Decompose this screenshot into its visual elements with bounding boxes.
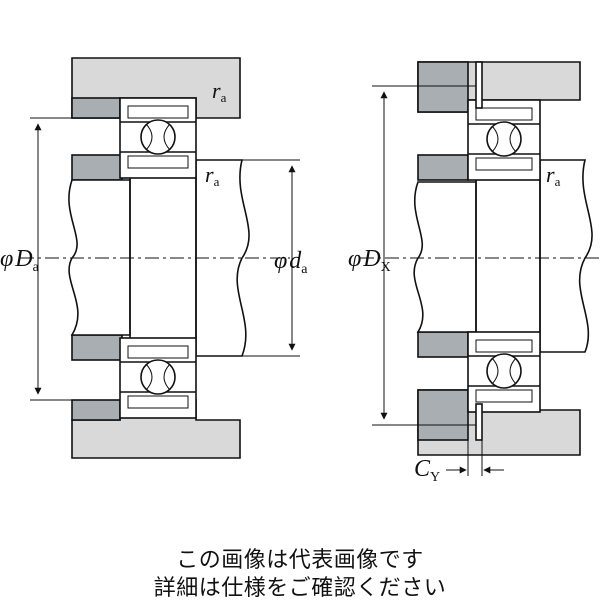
right-shaft bbox=[413, 181, 477, 333]
right-figure bbox=[360, 61, 600, 476]
right-shoulder-bottom bbox=[417, 331, 469, 358]
right-label-Dx: φDX bbox=[348, 246, 391, 275]
left-label-ra-shaft: ra bbox=[205, 162, 220, 189]
right-shaft-right bbox=[539, 159, 593, 353]
left-bearing-top bbox=[119, 97, 197, 179]
left-label-da: φda bbox=[274, 248, 308, 277]
bearing-mounting-diagram: ra ra φDa φda bbox=[0, 57, 600, 485]
left-label-Da: φDa bbox=[0, 246, 40, 275]
left-shoulder-top bbox=[71, 97, 121, 119]
right-shoulder-bottom-2 bbox=[417, 389, 469, 441]
left-bearing-bottom bbox=[119, 337, 197, 419]
left-figure bbox=[20, 57, 300, 459]
right-bearing-top bbox=[467, 61, 541, 181]
right-label-Cy: CY bbox=[414, 456, 440, 485]
left-shoulder-bottom bbox=[71, 334, 123, 361]
caption-representative-image: この画像は代表画像です bbox=[176, 548, 424, 573]
left-label-ra-top: ra bbox=[212, 78, 227, 105]
left-ball-bottom bbox=[140, 359, 176, 395]
left-shoulder-bottom-2 bbox=[71, 399, 121, 421]
caption-check-specifications: 詳細は仕様をご確認ください bbox=[153, 576, 447, 601]
left-ball-top bbox=[140, 119, 176, 155]
right-shoulder-top-2 bbox=[417, 154, 469, 181]
right-snap-ring-top bbox=[475, 61, 483, 109]
right-ball-top bbox=[486, 121, 522, 157]
right-shoulder-top bbox=[417, 61, 469, 113]
right-bearing-bottom bbox=[467, 331, 541, 441]
left-shoulder-top-2 bbox=[71, 154, 123, 181]
right-snap-ring-bottom bbox=[475, 403, 483, 441]
right-ball-bottom bbox=[486, 353, 522, 389]
right-label-ra-shaft: ra bbox=[546, 162, 561, 189]
